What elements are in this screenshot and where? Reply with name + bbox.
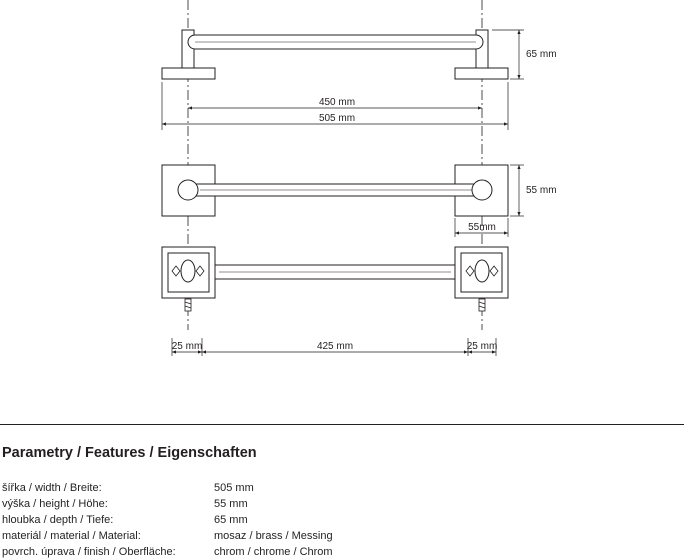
spec-value: 505 mm — [214, 482, 254, 494]
dim-plate-height: 55 mm — [526, 185, 557, 196]
section-divider — [0, 424, 684, 425]
spec-label: výška / height / Höhe: — [2, 498, 108, 510]
mounting-view — [161, 246, 509, 312]
spec-row-width: šířka / width / Breite: 505 mm — [2, 480, 662, 496]
dim-plate-width: 55mm — [468, 222, 496, 233]
spec-value: 65 mm — [214, 514, 248, 526]
spec-label: materiál / material / Material: — [2, 530, 141, 542]
dim-total-width: 505 mm — [319, 113, 355, 124]
spec-label: šířka / width / Breite: — [2, 482, 102, 494]
spec-row-depth: hloubka / depth / Tiefe: 65 mm — [2, 512, 662, 528]
front-view — [161, 164, 509, 217]
spec-label: hloubka / depth / Tiefe: — [2, 514, 114, 526]
dimension-lines — [161, 29, 524, 356]
specs-table: šířka / width / Breite: 505 mm výška / h… — [2, 480, 662, 560]
spec-value: 55 mm — [214, 498, 248, 510]
spec-value: mosaz / brass / Messing — [214, 530, 333, 542]
dim-fixing-distance: 425 mm — [317, 341, 353, 352]
dim-right-offset: 25 mm — [467, 341, 498, 352]
spec-value: chrom / chrome / Chrom — [214, 546, 333, 558]
dim-left-offset: 25 mm — [172, 341, 203, 352]
section-heading: Parametry / Features / Eigenschaften — [2, 445, 257, 461]
dim-height-side: 65 mm — [526, 49, 557, 60]
spec-label: povrch. úprava / finish / Oberfläche: — [2, 546, 176, 558]
technical-drawing: 65 mm 450 mm 505 mm 55 mm 55mm 25 mm 425… — [161, 0, 557, 356]
dim-inner-width: 450 mm — [319, 97, 355, 108]
side-view — [161, 29, 509, 80]
spec-row-height: výška / height / Höhe: 55 mm — [2, 496, 662, 512]
spec-row-finish: povrch. úprava / finish / Oberfläche: ch… — [2, 544, 662, 560]
spec-row-material: materiál / material / Material: mosaz / … — [2, 528, 662, 544]
